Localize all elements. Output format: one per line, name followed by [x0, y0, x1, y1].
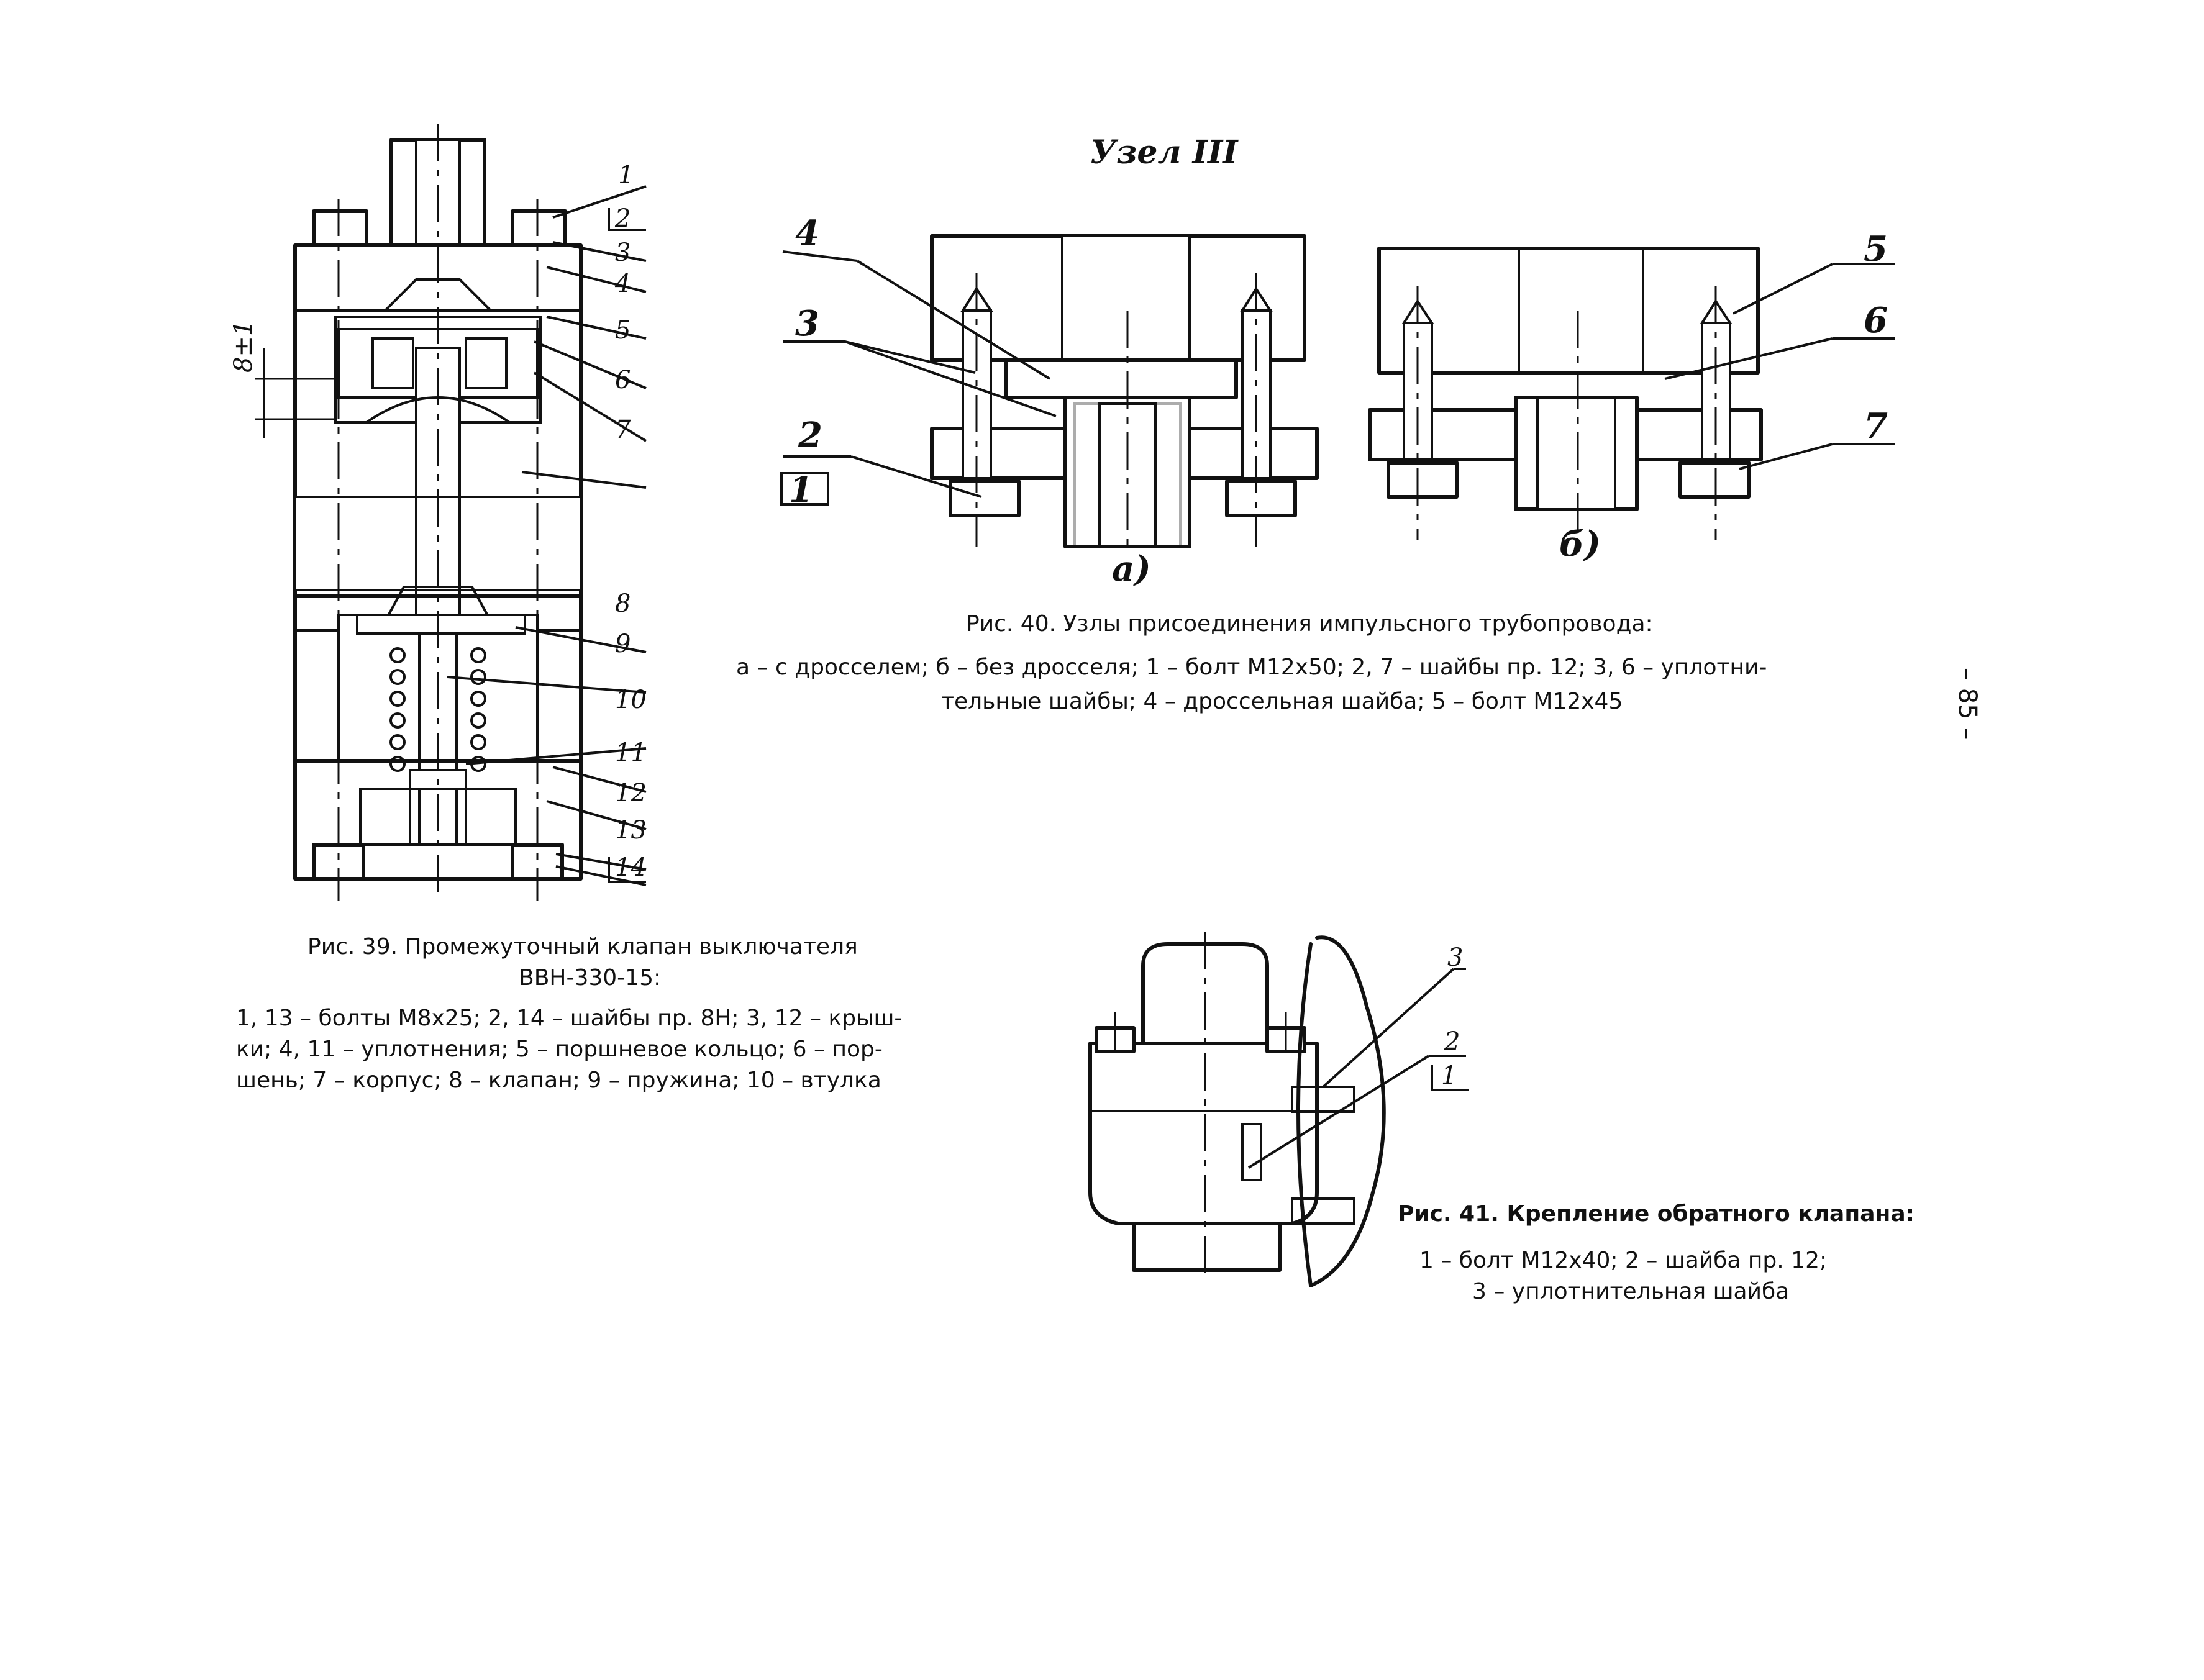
fig40-label-7: 7 [1864, 406, 1888, 447]
fig40-label-2: 2 [798, 415, 822, 456]
fig39-legend-2: ки; 4, 11 – уплотнения; 5 – поршневое ко… [236, 1037, 883, 1062]
fig39-part-labels: 1 2 3 4 5 6 7 8 9 10 11 12 13 14 [614, 161, 647, 882]
fig40-legend-1: а – с дросселем; б – без дросселя; 1 – б… [736, 655, 1767, 680]
fig41-label-2: 2 [1444, 1027, 1460, 1056]
fig39-drawing: 8±1 [229, 124, 647, 901]
fig40-drawing-b [1368, 247, 1895, 540]
fig39-legend-3: шень; 7 – корпус; 8 – клапан; 9 – пружин… [236, 1068, 881, 1093]
fig39-label-10: 10 [615, 686, 647, 714]
fig41-part-labels: 3 2 1 [1441, 943, 1463, 1090]
fig39-dimension: 8±1 [229, 320, 258, 373]
fig41-legend-1: 1 – болт М12х40; 2 – шайба пр. 12; [1419, 1248, 1828, 1273]
fig40-variant-b: б) [1559, 524, 1601, 565]
fig39-label-5: 5 [615, 316, 631, 345]
fig41-legend-2: 3 – уплотнительная шайба [1472, 1279, 1790, 1304]
fig41-label-1: 1 [1441, 1061, 1457, 1090]
fig39-label-2: 2 [614, 204, 631, 233]
page-number: – 85 – [1953, 668, 1982, 740]
fig39-label-12: 12 [615, 779, 647, 807]
fig39-legend-1: 1, 13 – болты М8х25; 2, 14 – шайбы пр. 8… [236, 1006, 903, 1031]
fig39-label-14: 14 [615, 853, 647, 882]
fig39-label-11: 11 [615, 738, 647, 767]
fig39-caption-title-2: ВВН-330-15: [519, 965, 662, 991]
fig40-label-4: 4 [795, 213, 819, 254]
fig40-part-labels-b: 5 6 7 б) [1559, 229, 1888, 565]
fig40-caption-title: Рис. 40. Узлы присоединения импульсного … [966, 611, 1653, 637]
fig40-legend-2: тельные шайбы; 4 – дроссельная шайба; 5 … [941, 689, 1623, 714]
fig39-label-7: 7 [615, 415, 631, 444]
fig40-label-1: 1 [789, 470, 813, 511]
fig39-label-6: 6 [615, 366, 631, 394]
fig41-caption-title: Рис. 41. Крепление обратного клапана: [1398, 1201, 1915, 1227]
fig39-label-1: 1 [618, 161, 634, 189]
fig41-drawing [1088, 932, 1469, 1287]
fig40-label-5: 5 [1864, 229, 1888, 270]
node-title: Узел III [1090, 134, 1238, 171]
fig40-label-3: 3 [795, 303, 819, 344]
fig40-label-6: 6 [1864, 300, 1888, 341]
fig39-caption-title-1: Рис. 39. Промежуточный клапан выключател… [307, 934, 858, 960]
fig39-label-9: 9 [615, 630, 631, 658]
fig40-part-labels-a: 4 3 2 1 а) [789, 213, 1151, 589]
fig40-drawing-a [780, 234, 1319, 548]
fig39-label-3: 3 [615, 238, 631, 267]
fig39-label-4: 4 [614, 270, 631, 298]
fig40-variant-a: а) [1112, 548, 1151, 589]
fig39-label-13: 13 [615, 816, 647, 845]
fig41-label-3: 3 [1447, 943, 1463, 972]
fig39-label-8: 8 [615, 589, 631, 618]
